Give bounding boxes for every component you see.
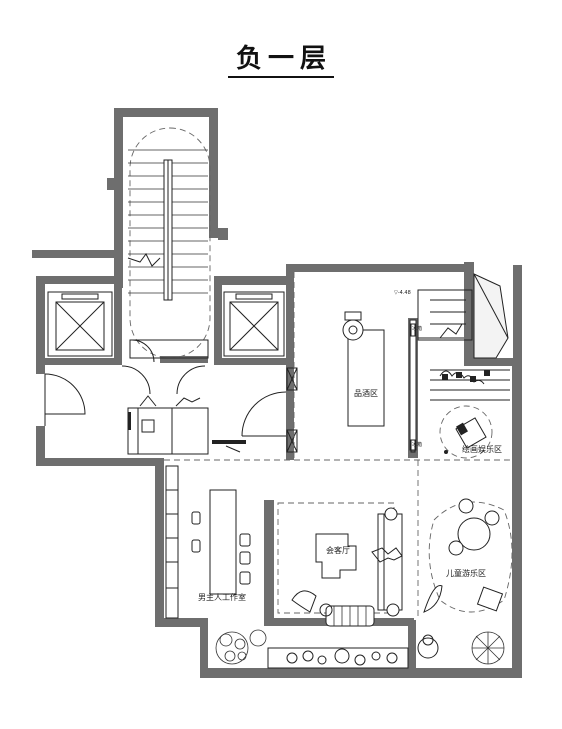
painting-area: [430, 369, 510, 459]
label-cabinet-b: 冰箱: [412, 441, 422, 448]
wall-relev-top: [214, 276, 294, 285]
stair-landing: [129, 339, 209, 359]
wall-lelev-top: [36, 276, 122, 284]
studio-chair-3: [239, 571, 251, 585]
label-elevation: ▽-4.48: [394, 290, 411, 296]
wall-stair-bottom: [160, 356, 208, 363]
wall-right-top: [464, 358, 522, 366]
wall-right: [512, 358, 522, 678]
lounge-coffee-table: [315, 533, 357, 579]
studio-chair-4: [191, 511, 201, 525]
corridor-doors: [44, 365, 298, 453]
kids-area: [423, 498, 513, 613]
stair-door-swing: [131, 339, 155, 363]
wall-lounge-bottom-r: [408, 620, 416, 670]
label-cabinet-a: 冰箱: [412, 325, 422, 332]
wall-left-lower: [36, 426, 45, 466]
kids-table: [457, 517, 491, 551]
kids-play-mat: [428, 501, 513, 613]
studio-desk: [209, 489, 237, 595]
wall-studio-right: [264, 500, 274, 626]
lounge-armchair: [291, 590, 317, 613]
lounge-sofa: [377, 513, 403, 611]
wall-shaft-right: [513, 265, 522, 365]
garden-tree-left: [215, 629, 267, 665]
page-title: 负一层: [0, 38, 562, 78]
wall-lelev-right: [114, 284, 122, 360]
elevator-right: [223, 291, 285, 357]
kids-chair: [476, 586, 504, 612]
wall-studio-left: [155, 460, 164, 627]
studio-chair-1: [239, 533, 251, 547]
label-lounge: 会客厅: [326, 545, 350, 555]
wall-corridor-right: [286, 365, 294, 460]
garden-tree-right: [471, 631, 505, 665]
wall-relev-bottom: [214, 358, 294, 365]
studio-bookshelf: [165, 465, 179, 619]
tasting-area: [342, 289, 473, 453]
wall-shaft-left: [464, 262, 474, 362]
studio-chair-2: [239, 551, 251, 565]
wall-relev-right: [286, 265, 294, 365]
tasting-bar-counter: [347, 329, 385, 427]
wall-bottom: [200, 668, 522, 678]
title-text: 负一层: [227, 44, 334, 78]
wall-stair-notch-r: [218, 228, 228, 240]
studio-area: [165, 465, 251, 619]
wall-stair-notch-l: [107, 178, 115, 190]
staircase: [127, 127, 211, 363]
wine-cabinet: [409, 319, 417, 451]
wall-stair-top: [114, 108, 218, 117]
wall-corridor-bottom: [36, 458, 164, 466]
studio-chair-5: [191, 539, 201, 553]
wall-left-top: [32, 250, 116, 258]
wall-bottom-left: [200, 618, 208, 678]
zone-dividers: [164, 272, 512, 618]
elevator-left: [47, 291, 113, 357]
right-shaft: [473, 273, 509, 359]
garden-planter: [267, 647, 409, 669]
service-stair: [417, 289, 473, 341]
lounge-area: [277, 502, 403, 627]
wall-relev-left: [214, 284, 222, 360]
label-kids: 儿童游乐区: [446, 568, 486, 578]
wall-main-top: [286, 264, 464, 272]
label-tasting: 品酒区: [354, 389, 378, 398]
corridor-fixtures: [127, 395, 246, 455]
wall-stair-right: [209, 108, 218, 238]
wall-lelev-bottom: [36, 358, 122, 365]
wall-stair-left: [114, 108, 123, 288]
label-studio: 男主人工作室: [198, 592, 246, 602]
kids-plant: [423, 585, 443, 613]
label-painting: 绘画娱乐区: [462, 444, 502, 454]
garden-strip: [215, 629, 505, 669]
wall-left-upper: [36, 276, 45, 374]
wall-studio-bottom: [155, 618, 208, 627]
painting-table-outline: [439, 405, 493, 459]
